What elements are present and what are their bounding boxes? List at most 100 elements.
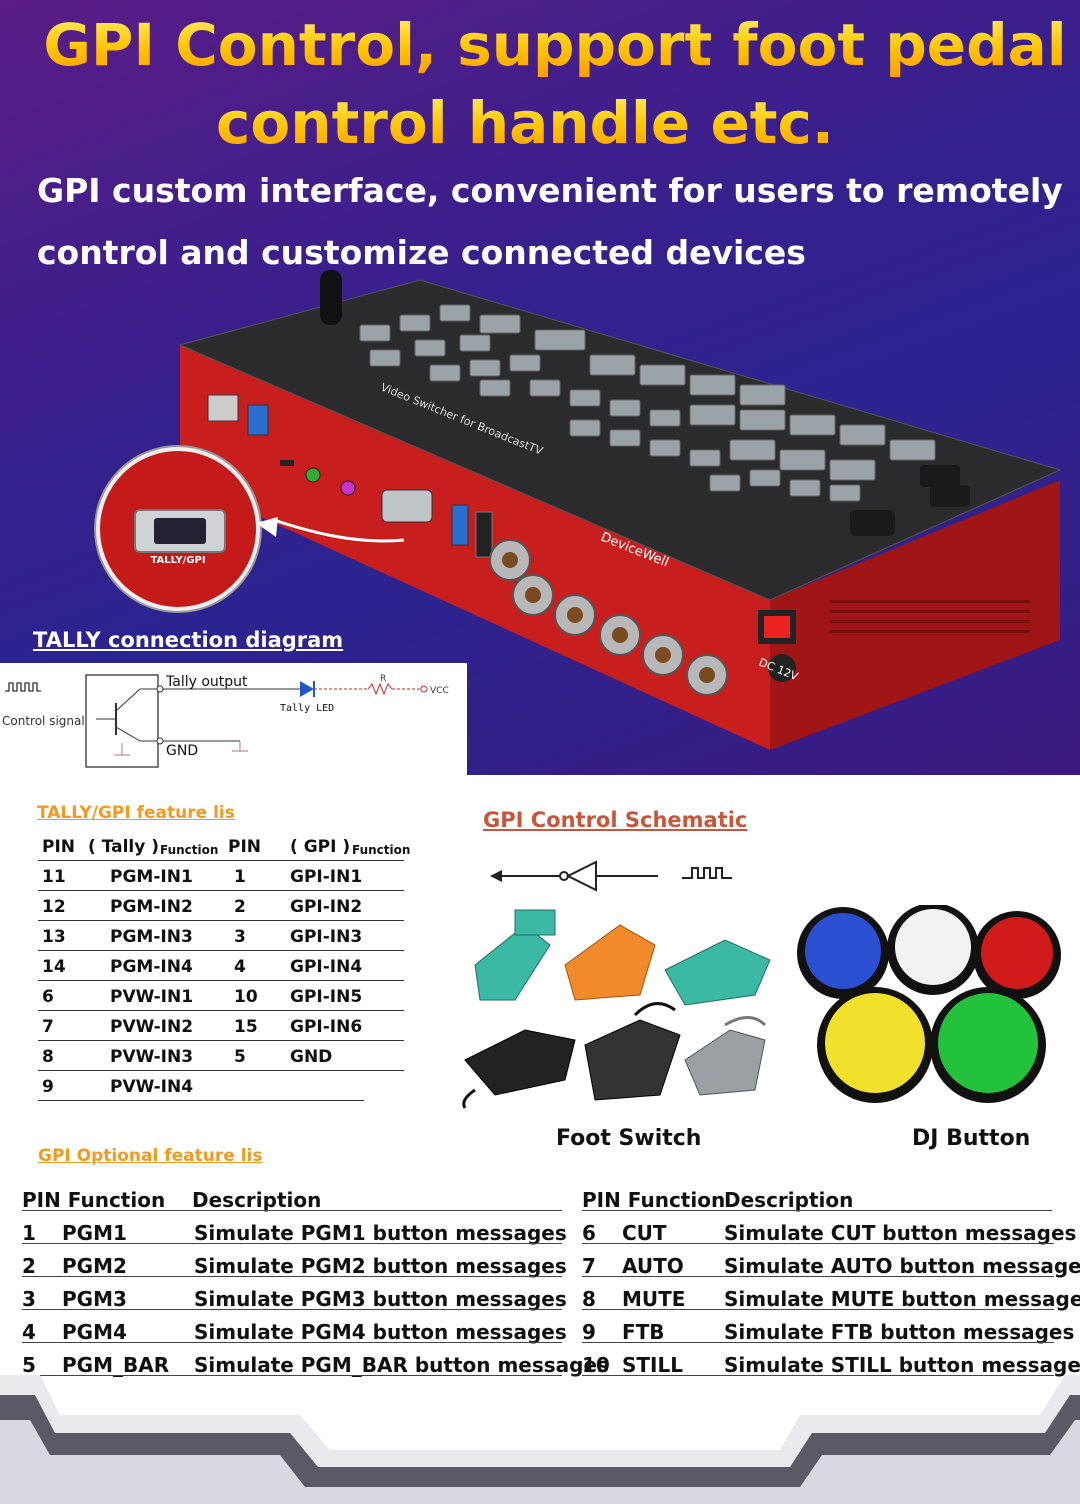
- cell-gpi: GPI-IN5: [290, 987, 363, 1007]
- decorative-bottom-band: [0, 1375, 1080, 1504]
- dj-button-image: [797, 905, 1061, 1103]
- cell-tally: PGM-IN3: [110, 927, 193, 947]
- cell-pin: 8: [582, 1287, 596, 1311]
- cell-desc: Simulate CUT button messages: [724, 1221, 1077, 1245]
- cell-pin: 10: [582, 1353, 610, 1377]
- cell-func: MUTE: [622, 1287, 686, 1311]
- schematic-heading: GPI Control Schematic: [483, 808, 748, 832]
- table-row: 9 PVW-IN4: [38, 1077, 408, 1107]
- row-divider: [22, 1375, 562, 1376]
- cell-func: AUTO: [622, 1254, 684, 1278]
- subtitle-line2: control and customize connected devices: [37, 233, 806, 272]
- col-description: Description: [724, 1188, 854, 1212]
- cell-desc: Simulate STILL button messages: [724, 1353, 1080, 1377]
- page-title-line1: GPI Control, support foot pedal: [15, 10, 1080, 80]
- foot-switch-image: [462, 909, 771, 1109]
- cell-desc: Simulate AUTO button messages: [724, 1254, 1080, 1278]
- cell-pin: 9: [42, 1077, 54, 1097]
- video-switcher-device-image: DC 12V DeviceWell Video Switcher for Bro…: [178, 270, 1062, 750]
- cell-tally: PVW-IN4: [110, 1077, 194, 1097]
- cell-pin: 6: [42, 987, 54, 1007]
- cell-pin: 14: [42, 957, 66, 977]
- cell-pin: 5: [22, 1353, 36, 1377]
- cell-pin: 7: [42, 1017, 54, 1037]
- cell-pin: 2: [22, 1254, 36, 1278]
- row-divider: [38, 920, 404, 921]
- cell-func: PGM2: [62, 1254, 127, 1278]
- row-divider: [38, 980, 404, 981]
- cell-func: CUT: [622, 1221, 667, 1245]
- db15-port-icon: [134, 509, 226, 553]
- cell-gpi: GPI-IN6: [290, 1017, 363, 1037]
- tally-port-zoom: TALLY/GPI: [96, 447, 260, 611]
- cell-pin: 6: [582, 1221, 596, 1245]
- cell-pin: 3: [22, 1287, 36, 1311]
- row-divider: [582, 1375, 1054, 1376]
- row-divider: [582, 1309, 1054, 1310]
- control-signal-label: Control signal: [2, 714, 85, 728]
- resistor-label: R: [380, 674, 386, 684]
- cell-gpin: 5: [234, 1047, 246, 1067]
- row-divider: [22, 1243, 562, 1244]
- cell-gpi: GPI-IN1: [290, 867, 363, 887]
- cell-pin: 1: [22, 1221, 36, 1245]
- row-divider: [38, 1040, 404, 1041]
- row-divider: [582, 1243, 1054, 1244]
- cell-gpin: 4: [234, 957, 246, 977]
- gnd-label: GND: [166, 743, 198, 759]
- cell-func: PGM3: [62, 1287, 127, 1311]
- subtitle-line1: GPI custom interface, convenient for use…: [37, 171, 1063, 210]
- cell-gpi: GPI-IN2: [290, 897, 363, 917]
- col-tally: ( Tally ): [88, 837, 159, 857]
- col-description: Description: [192, 1188, 322, 1212]
- divider: [38, 860, 404, 861]
- cell-tally: PVW-IN3: [110, 1047, 194, 1067]
- row-divider: [582, 1276, 1054, 1277]
- cell-desc: Simulate PGM2 button messages: [194, 1254, 567, 1278]
- cell-pin: 9: [582, 1320, 596, 1344]
- row-divider: [38, 950, 404, 951]
- cell-func: PGM4: [62, 1320, 127, 1344]
- lower-section: [0, 775, 1080, 1504]
- feature-table-header: PIN ( Tally ) Function PIN ( GPI ) Funct…: [38, 837, 410, 867]
- cell-pin: 4: [22, 1320, 36, 1344]
- cell-pin: 12: [42, 897, 66, 917]
- row-divider: [582, 1342, 1054, 1343]
- cell-tally: PVW-IN1: [110, 987, 194, 1007]
- tally-port-label: TALLY/GPI: [150, 555, 206, 566]
- cell-func: FTB: [622, 1320, 665, 1344]
- cell-func: PGM_BAR: [62, 1353, 170, 1377]
- row-divider: [38, 1100, 364, 1101]
- page-title-line2: control handle etc.: [0, 88, 1065, 158]
- foot-switch-label: Foot Switch: [556, 1126, 702, 1151]
- row-divider: [38, 1070, 404, 1071]
- row-divider: [38, 890, 404, 891]
- cell-pin: 13: [42, 927, 66, 947]
- cell-gpin: 3: [234, 927, 246, 947]
- divider: [582, 1210, 1052, 1211]
- col-pin2: PIN: [228, 837, 262, 857]
- row-divider: [22, 1276, 562, 1277]
- cell-func: STILL: [622, 1353, 683, 1377]
- col-pin-function: PIN Function: [582, 1188, 726, 1212]
- tally-circuit-diagram: Control signal Tally output Tally LED GN…: [2, 674, 449, 768]
- row-divider: [22, 1342, 562, 1343]
- hero-banner: GPI Control, support foot pedal control …: [0, 0, 1080, 775]
- cell-desc: Simulate PGM_BAR button messages: [194, 1353, 609, 1377]
- tally-diagram-heading: TALLY connection diagram: [33, 628, 344, 652]
- dj-button-label: DJ Button: [912, 1126, 1031, 1151]
- cell-tally: PGM-IN1: [110, 867, 193, 887]
- cell-gpin: 15: [234, 1017, 258, 1037]
- cell-desc: Simulate FTB button messages: [724, 1320, 1075, 1344]
- row-divider: [22, 1309, 562, 1310]
- cell-gpi: GPI-IN4: [290, 957, 363, 977]
- feature-list-heading: TALLY/GPI feature lis: [37, 803, 235, 823]
- cell-desc: Simulate PGM1 button messages: [194, 1221, 567, 1245]
